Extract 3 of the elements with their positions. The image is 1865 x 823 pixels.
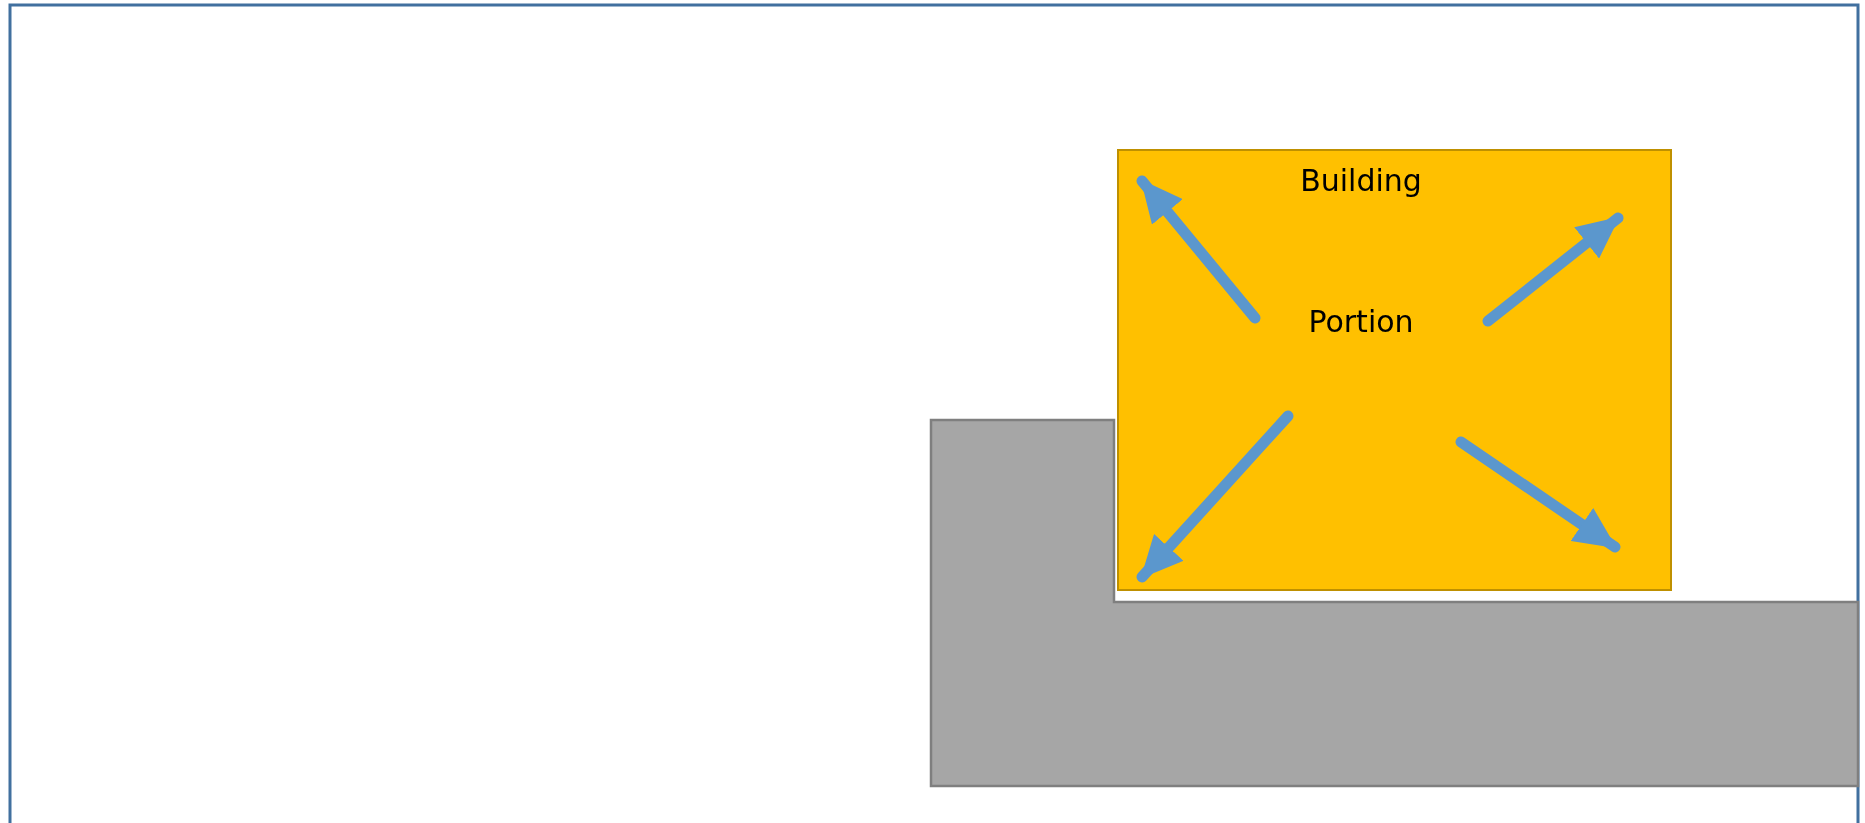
building-portion-box: [1117, 149, 1672, 591]
heading-text: Building: [1300, 163, 1422, 198]
label-text: Portion: [1308, 304, 1414, 339]
